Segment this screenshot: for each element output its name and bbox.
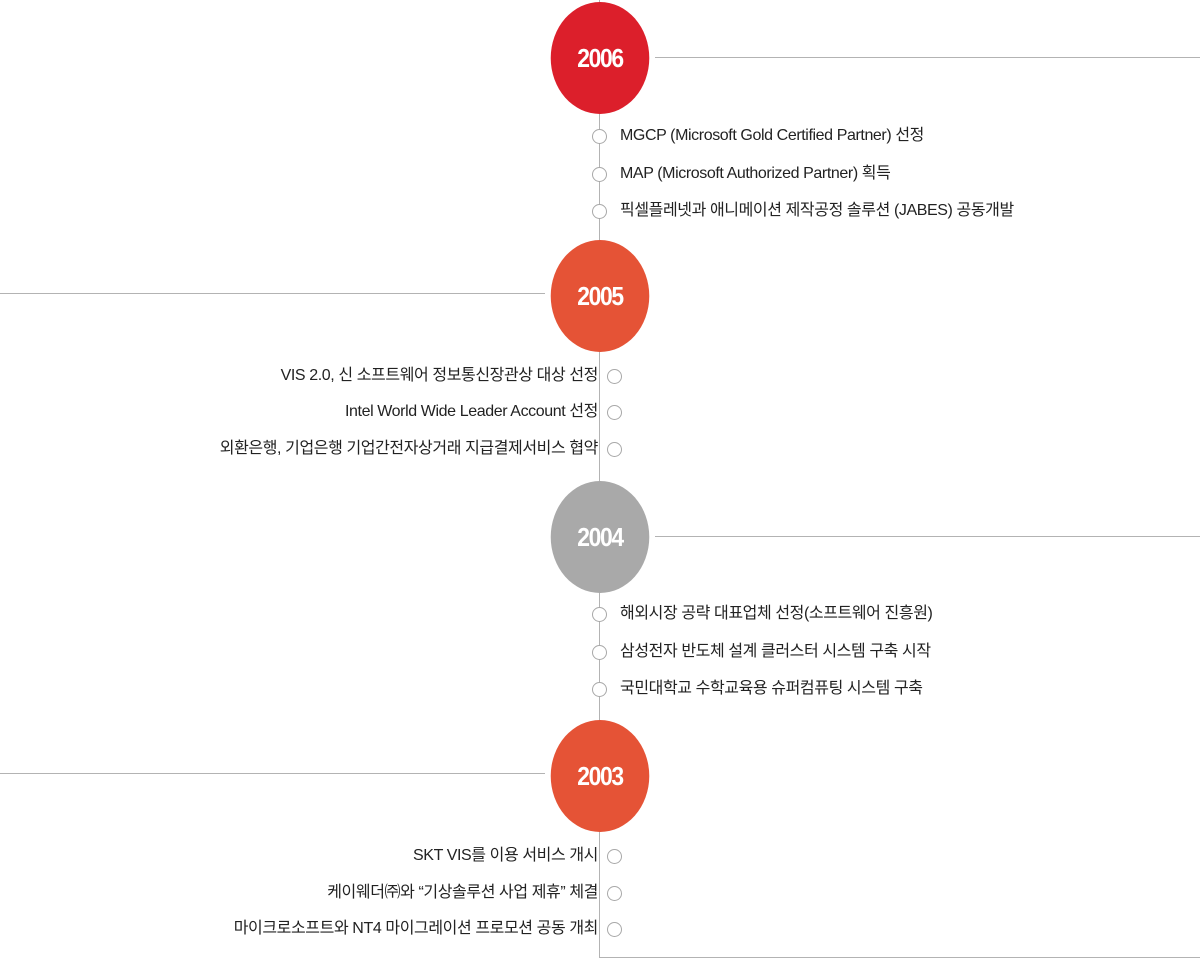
timeline-item-text: 해외시장 공략 대표업체 선정(소프트웨어 진흥원) — [620, 605, 933, 622]
timeline-item-text: 외환은행, 기업은행 기업간전자상거래 지급결제서비스 협약 — [219, 440, 599, 457]
bullet-circle-icon — [607, 922, 622, 937]
bullet-circle-icon — [607, 849, 622, 864]
timeline-item-text: MAP (Microsoft Authorized Partner) 획득 — [620, 165, 891, 182]
year-connector-line — [655, 57, 1200, 58]
year-badge-2005: 2005 — [550, 240, 650, 352]
timeline-item-text: MGCP (Microsoft Gold Certified Partner) … — [620, 127, 924, 144]
timeline-item-text: Intel World Wide Leader Account 선정 — [344, 403, 598, 420]
timeline-item-text: VIS 2.0, 신 소프트웨어 정보통신장관상 대상 선정 — [280, 367, 599, 384]
year-badge-2004: 2004 — [550, 481, 650, 593]
timeline-item-text: 픽셀플레넷과 애니메이션 제작공정 솔루션 (JABES) 공동개발 — [620, 202, 1014, 219]
year-badge-2006: 2006 — [550, 2, 650, 114]
bullet-circle-icon — [592, 167, 607, 182]
bullet-circle-icon — [607, 886, 622, 901]
year-badge-2003: 2003 — [550, 720, 650, 832]
bullet-circle-icon — [592, 204, 607, 219]
year-connector-line — [655, 536, 1200, 537]
bullet-circle-icon — [607, 442, 622, 457]
timeline-bottom-line — [599, 957, 1200, 958]
bullet-circle-icon — [592, 129, 607, 144]
timeline-item-text: 삼성전자 반도체 설계 클러스터 시스템 구축 시작 — [620, 643, 931, 660]
bullet-circle-icon — [592, 682, 607, 697]
bullet-circle-icon — [592, 645, 607, 660]
year-connector-line — [0, 293, 545, 294]
bullet-circle-icon — [607, 405, 622, 420]
bullet-circle-icon — [592, 607, 607, 622]
timeline-item-text: SKT VIS를 이용 서비스 개시 — [413, 847, 598, 864]
timeline-item-text: 마이크로소프트와 NT4 마이그레이션 프로모션 공동 개최 — [233, 920, 599, 937]
timeline-item-text: 국민대학교 수학교육용 슈퍼컴퓨팅 시스템 구축 — [620, 680, 923, 697]
timeline-item-text: 케이웨더㈜와 “기상솔루션 사업 제휴” 체결 — [327, 884, 598, 901]
timeline-vertical-line — [599, 0, 600, 958]
year-connector-line — [0, 773, 545, 774]
bullet-circle-icon — [607, 369, 622, 384]
